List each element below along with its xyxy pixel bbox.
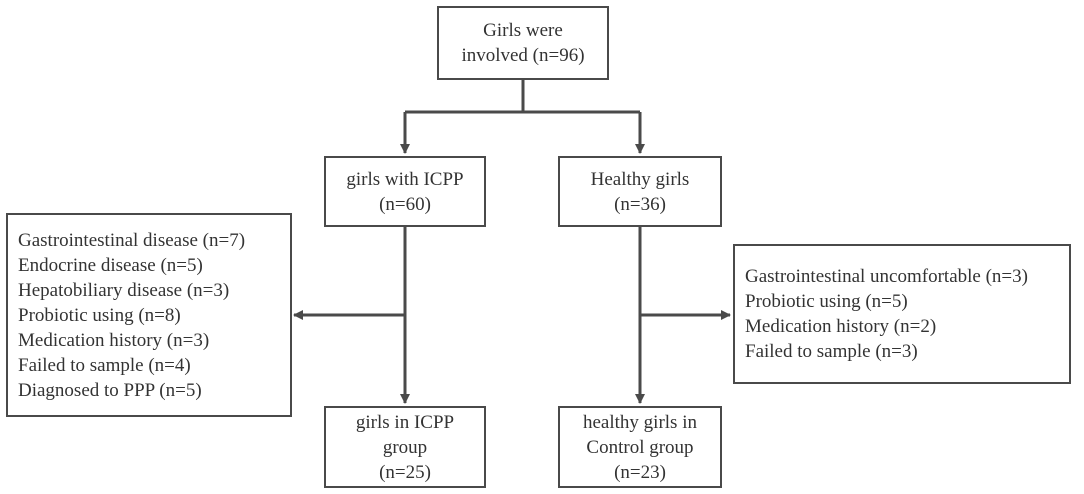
icpp-exclusion-item: Endocrine disease (n=5) <box>18 254 203 276</box>
healthy-exclusion-item: Medication history (n=2) <box>745 316 937 337</box>
icpp-group-line1: girls in ICPP <box>355 411 455 433</box>
icpp-group-box: girls in ICPP group (n=25) <box>324 406 486 488</box>
icpp-exclusion-item: Hepatobiliary disease (n=3) <box>18 279 230 301</box>
healthy-box: Healthy girls (n=36) <box>558 156 722 227</box>
healthy-exclusion-item: Gastrointestinal uncomfortable (n=3) <box>745 266 1028 287</box>
control-group-line2: Control group <box>586 436 694 458</box>
icpp-line2: (n=60) <box>379 193 431 215</box>
icpp-line1: girls with ICPP <box>346 168 464 190</box>
icpp-exclusions-box: Gastrointestinal disease (n=7) Endocrine… <box>6 213 292 417</box>
control-group-line1: healthy girls in <box>583 411 697 433</box>
icpp-group-line2: group <box>382 436 428 458</box>
enrolled-line2: involved (n=96) <box>461 45 585 66</box>
control-group-line3: (n=23) <box>614 461 666 483</box>
control-group-box: healthy girls in Control group (n=23) <box>558 406 722 488</box>
icpp-box: girls with ICPP (n=60) <box>324 156 486 227</box>
icpp-exclusion-item: Failed to sample (n=4) <box>18 354 191 376</box>
healthy-line1: Healthy girls <box>590 168 690 190</box>
icpp-group-line3: (n=25) <box>379 461 431 483</box>
enrolled-box: Girls were involved (n=96) <box>437 6 609 80</box>
icpp-exclusion-item: Medication history (n=3) <box>18 329 210 351</box>
icpp-exclusion-item: Probiotic using (n=8) <box>18 304 181 326</box>
icpp-exclusion-item: Diagnosed to PPP (n=5) <box>18 379 202 401</box>
healthy-exclusions-box: Gastrointestinal uncomfortable (n=3) Pro… <box>733 244 1071 384</box>
enrolled-line1: Girls were <box>483 20 563 41</box>
healthy-exclusion-item: Failed to sample (n=3) <box>745 341 918 362</box>
healthy-line2: (n=36) <box>614 193 666 215</box>
healthy-exclusion-item: Probiotic using (n=5) <box>745 291 908 312</box>
icpp-exclusion-item: Gastrointestinal disease (n=7) <box>18 229 246 251</box>
